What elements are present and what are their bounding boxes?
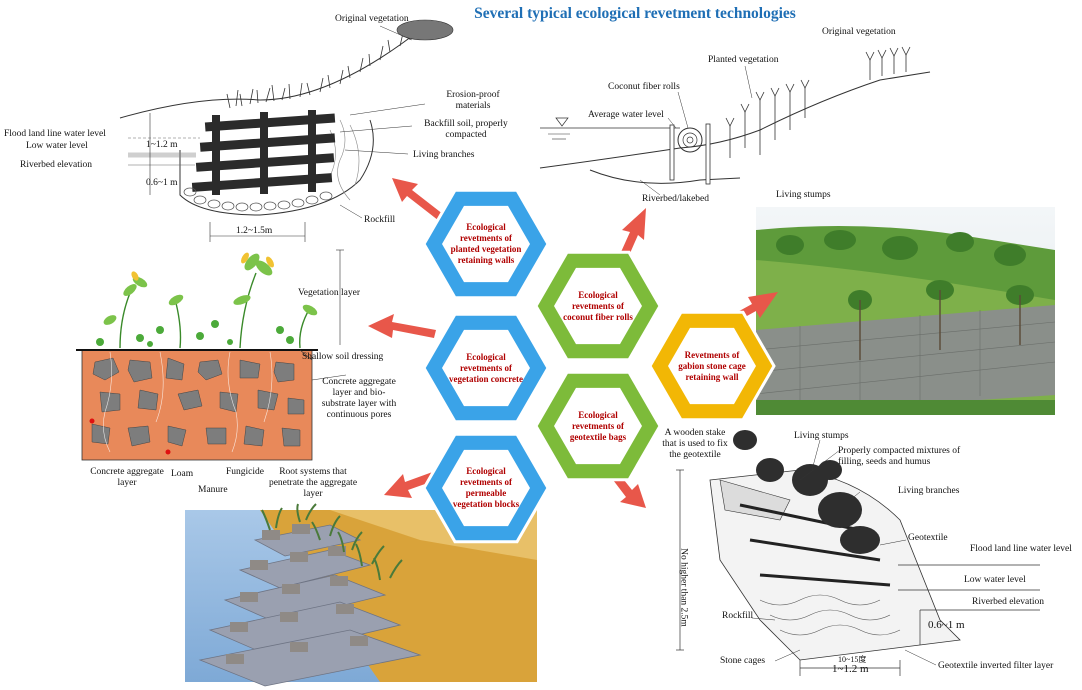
dim-width-geotextile: 1~1.2 m [832, 663, 869, 675]
label-manure: Manure [198, 485, 228, 495]
label-low-water-wall: Low water level [26, 141, 88, 151]
label-rockfill-geotextile: Rockfill [722, 611, 754, 621]
label-low-water-geotextile: Low water level [964, 575, 1026, 585]
label-coconut-rolls: Coconut fiber rolls [608, 82, 680, 92]
hexagon-label-coconut-rolls: Ecological revetments of coconut fiber r… [563, 289, 633, 322]
label-average-water: Average water level [588, 110, 664, 120]
hexagon-inner-vegetation-concrete [442, 329, 530, 407]
label-shallow-soil: Shallow soil dressing [302, 352, 384, 362]
label-backfill: Backfill soil, properly compacted [424, 119, 508, 140]
dim-depth-geotextile: 0.6~1 m [928, 619, 965, 631]
label-flood-level-wall: Flood land line water level [4, 129, 106, 139]
page-title: Several typical ecological revetment tec… [474, 5, 796, 22]
label-geotextile: Geotextile [908, 533, 948, 543]
hexagon-inner-coconut-rolls [554, 267, 642, 345]
dim-height-1: 1~1.2 m [146, 140, 178, 150]
label-living-branches-wall: Living branches [413, 150, 475, 160]
hexagon-inner-geotextile-bags [554, 387, 642, 465]
label-rockfill-wall: Rockfill [364, 215, 396, 225]
label-living-branches-geotextile: Living branches [898, 486, 960, 496]
label-loam: Loam [171, 469, 194, 479]
label-concrete-aggregate: Concrete aggregate layer [90, 467, 164, 488]
hexagon-label-planted-wall: Ecological revetments of planted vegetat… [450, 222, 522, 265]
label-wooden-stake: A wooden stake that is used to fix the g… [662, 428, 728, 460]
dim-height-2: 0.6~1 m [146, 178, 178, 188]
label-living-stumps-geotextile: Living stumps [794, 431, 849, 441]
label-aggregate-layer: Concrete aggregate layer and bio-substra… [321, 377, 397, 420]
label-flood-level-geotextile: Flood land line water level [970, 544, 1072, 554]
label-riverbed-coconut: Riverbed/lakebed [642, 194, 710, 204]
label-vegetation-layer: Vegetation layer [298, 288, 360, 298]
arrow-to-blocks [384, 470, 442, 498]
hexagon-label-vegetation-concrete: Ecological revetments of vegetation conc… [448, 351, 524, 384]
hexagon-label-geotextile-bags: Ecological revetments of geotextile bags [569, 409, 627, 442]
label-original-vegetation-coconut: Original vegetation [822, 27, 896, 37]
hexagon-label-permeable-blocks: Ecological revetments of permeable veget… [452, 466, 520, 509]
label-erosion-proof: Erosion-proof materials [446, 90, 500, 111]
label-root-systems: Root systems that penetrate the aggregat… [268, 467, 358, 499]
dim-angle: 10~15度 [838, 655, 867, 664]
hexagon-label-gabion-wall: Revetments of gabion stone cage retainin… [678, 349, 746, 382]
label-riverbed-geotextile: Riverbed elevation [972, 597, 1045, 607]
label-original-vegetation: Original vegetation [335, 14, 409, 24]
label-riverbed-wall: Riverbed elevation [20, 160, 93, 170]
label-filter-layer: Geotextile inverted filter layer [938, 661, 1054, 671]
label-living-stumps-coconut: Living stumps [776, 190, 831, 200]
label-mixtures: Properly compacted mixtures of filling, … [838, 446, 961, 467]
label-fungicide: Fungicide [226, 467, 264, 477]
dim-width-wall: 1.2~1.5m [236, 226, 273, 236]
arrow-to-concrete [368, 314, 436, 338]
hexagon-inner-planted-wall [442, 205, 530, 283]
label-stone-cages: Stone cages [720, 656, 766, 666]
arrow-to-wall [392, 178, 448, 224]
label-planted-vegetation: Planted vegetation [708, 55, 779, 65]
hexagon-inner-gabion-wall [668, 327, 756, 405]
hexagon-inner-permeable-blocks [442, 449, 530, 527]
